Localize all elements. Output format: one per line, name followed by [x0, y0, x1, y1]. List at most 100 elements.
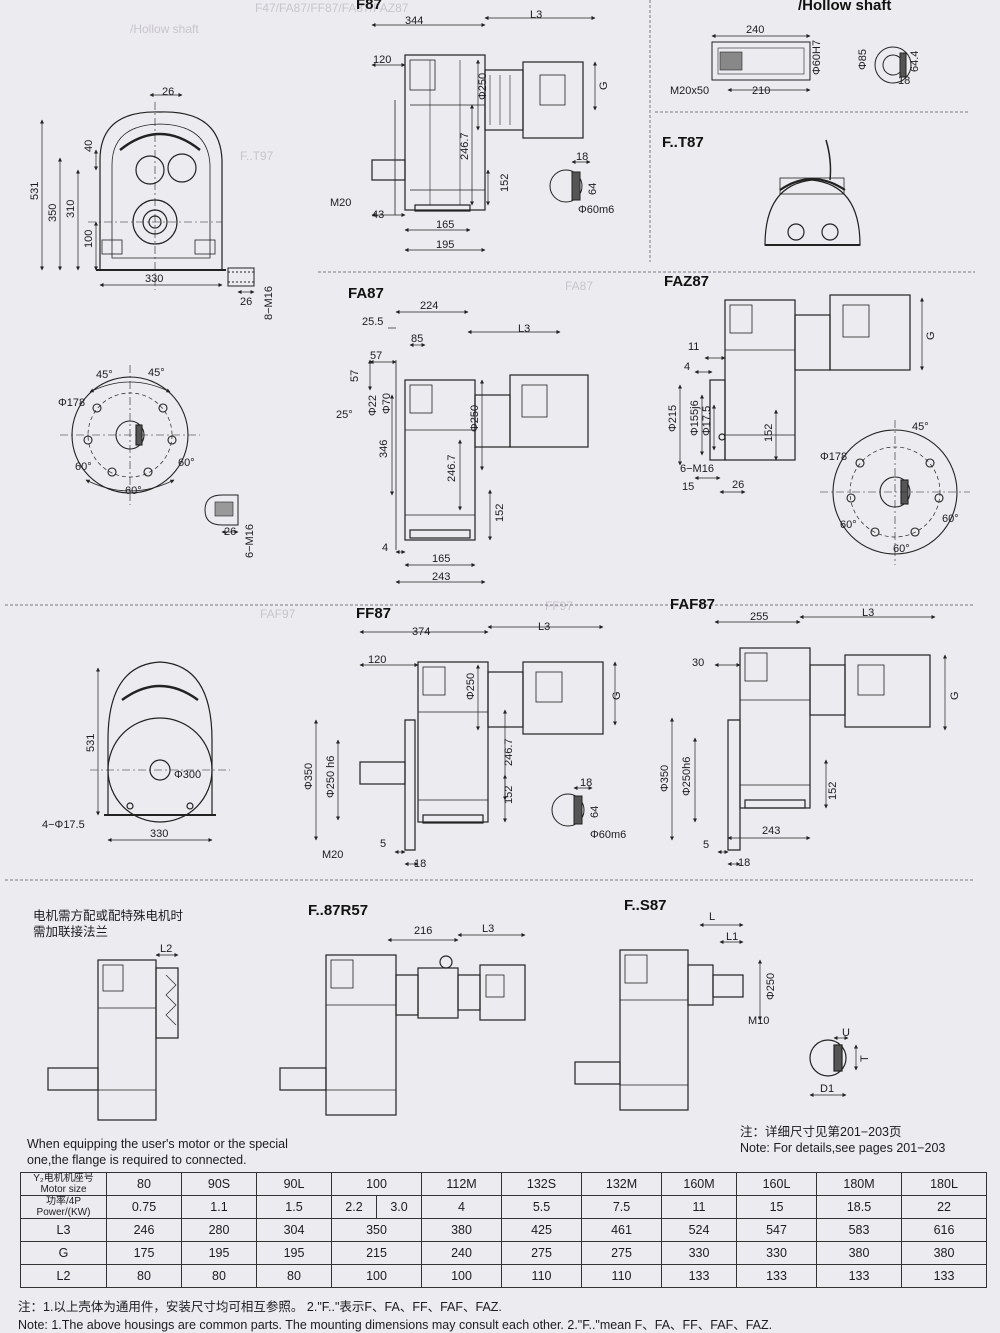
svg-text:243: 243 — [432, 571, 450, 583]
svg-text:Φ250h6: Φ250h6 — [681, 757, 693, 796]
table-cell: 524 — [661, 1218, 738, 1242]
title-ff87: FF87 — [356, 605, 391, 622]
svg-text:60°: 60° — [125, 485, 142, 497]
svg-text:U: U — [842, 1027, 850, 1039]
svg-text:L3: L3 — [518, 323, 530, 335]
svg-text:240: 240 — [746, 24, 764, 36]
svg-text:26: 26 — [162, 86, 174, 98]
svg-text:64: 64 — [589, 806, 601, 818]
svg-text:L3: L3 — [862, 607, 874, 619]
title-faf87: FAF87 — [670, 596, 715, 613]
svg-text:D1: D1 — [820, 1083, 834, 1095]
svg-text:26: 26 — [240, 296, 252, 308]
svg-text:165: 165 — [432, 553, 450, 565]
table-cell: 246 — [106, 1218, 182, 1242]
table-cell: 80 — [106, 1172, 182, 1196]
flange-note-cn-line2: 需加联接法兰 — [33, 925, 109, 939]
table-cell: 80 — [181, 1264, 257, 1288]
svg-text:Φ155j6: Φ155j6 — [689, 400, 701, 436]
svg-text:Φ250 h6: Φ250 h6 — [325, 756, 337, 798]
f87-front-dims — [39, 92, 223, 288]
title-fs87: F..S87 — [624, 897, 667, 914]
table-cell: 132M — [581, 1172, 663, 1196]
table-row-l3: L3 246 280 304 350 380 425 461 524 547 5… — [20, 1218, 988, 1242]
svg-text:25.5: 25.5 — [362, 316, 383, 328]
f87-front-labels: 26 40 531 350 310 100 330 — [29, 86, 174, 285]
svg-text:Φ250: Φ250 — [469, 405, 481, 432]
table-cell: 132S — [501, 1172, 583, 1196]
table-cell: 275 — [581, 1241, 663, 1265]
svg-text:60°: 60° — [942, 513, 959, 525]
svg-text:Φ60H7: Φ60H7 — [811, 40, 823, 75]
table-cell: 330 — [661, 1241, 738, 1265]
svg-text:F47/FA87/FF87/FA87/FAZ87: F47/FA87/FF87/FA87/FAZ87 — [255, 1, 409, 15]
flange-note-cn-line1: 电机需方配或配特殊电机时 — [33, 909, 184, 923]
svg-text:43: 43 — [372, 209, 384, 221]
svg-text:120: 120 — [368, 654, 386, 666]
section-dividers — [5, 0, 975, 881]
table-cell: 7.5 — [581, 1195, 663, 1219]
svg-text:Φ178: Φ178 — [820, 451, 847, 463]
faz87-flange-view — [820, 420, 970, 565]
title-faz87: FAZ87 — [664, 273, 709, 290]
table-cell: 275 — [501, 1241, 583, 1265]
svg-text:152: 152 — [499, 174, 511, 192]
svg-text:L3: L3 — [538, 621, 550, 633]
svg-text:64.4: 64.4 — [909, 51, 921, 72]
svg-text:346: 346 — [378, 440, 390, 458]
fs87-labels: L L1 Φ250 M10 U T D1 — [709, 911, 871, 1095]
tapped-hole-detail-f87 — [227, 267, 255, 295]
fs87-drawing — [574, 922, 859, 1111]
fa87-flange-labels: 45° 45° Φ178 60° 60° 60° — [58, 367, 195, 497]
svg-text:M20: M20 — [322, 849, 343, 861]
svg-text:216: 216 — [414, 925, 432, 937]
f87-side-dims — [371, 15, 598, 253]
f87r57-drawing — [279, 932, 526, 1116]
svg-text:M20x50: M20x50 — [670, 85, 709, 97]
table-cell: 90L — [256, 1172, 332, 1196]
svg-text:Φ350: Φ350 — [303, 763, 315, 790]
svg-text:152: 152 — [503, 786, 515, 804]
svg-text:210: 210 — [752, 85, 770, 97]
svg-text:5: 5 — [703, 839, 709, 851]
flange-note-en: When equipping the user's motor or the s… — [27, 1136, 288, 1168]
f87-side-labels: 344 L3 120 Φ250 G 246.7 152 M20 43 165 1… — [330, 9, 610, 251]
svg-text:15: 15 — [682, 481, 694, 493]
table-row-g: G 175 195 195 215 240 275 275 330 330 38… — [20, 1241, 988, 1265]
svg-text:Φ350: Φ350 — [659, 765, 671, 792]
svg-text:531: 531 — [85, 734, 97, 752]
svg-text:18: 18 — [580, 777, 592, 789]
svg-text:243: 243 — [762, 825, 780, 837]
title-f87: F87 — [356, 0, 382, 13]
svg-text:4−Φ17.5: 4−Φ17.5 — [42, 819, 85, 831]
svg-text:M10: M10 — [748, 1015, 769, 1027]
title-hollow-shaft: /Hollow shaft — [798, 0, 891, 14]
faz87-drawing — [709, 294, 911, 461]
table-cell: 0.75 — [106, 1195, 182, 1219]
table-cell: 583 — [816, 1218, 903, 1242]
svg-text:25°: 25° — [336, 409, 353, 421]
detail-note: 注：详细尺寸见第201−203页 Note: For details,see p… — [740, 1124, 945, 1156]
svg-text:L2: L2 — [160, 943, 172, 955]
table-cell: 2.2 — [331, 1195, 377, 1219]
svg-text:FF97: FF97 — [545, 599, 573, 613]
f87-front-view — [88, 102, 226, 290]
table-cell: 133 — [736, 1264, 818, 1288]
svg-text:G: G — [949, 691, 961, 700]
table-cell: 100 — [330, 1172, 423, 1196]
svg-text:344: 344 — [405, 15, 423, 27]
svg-text:Φ300: Φ300 — [174, 769, 201, 781]
svg-text:Φ70: Φ70 — [381, 393, 393, 414]
svg-text:18: 18 — [898, 75, 910, 87]
svg-text:Φ17.5: Φ17.5 — [701, 406, 713, 436]
svg-text:11: 11 — [688, 341, 699, 353]
table-cell: 380 — [816, 1241, 903, 1265]
faf87-dims — [669, 614, 948, 867]
svg-text:531: 531 — [29, 182, 41, 200]
svg-text:85: 85 — [411, 333, 423, 345]
table-cell: 380 — [901, 1241, 988, 1265]
table-cell: 180L — [901, 1172, 988, 1196]
ghost-bleed-text: F47/FA87/FF87/FA87/FAZ87 /Hollow shaft F… — [130, 1, 593, 621]
fa87-drawing — [395, 360, 589, 550]
